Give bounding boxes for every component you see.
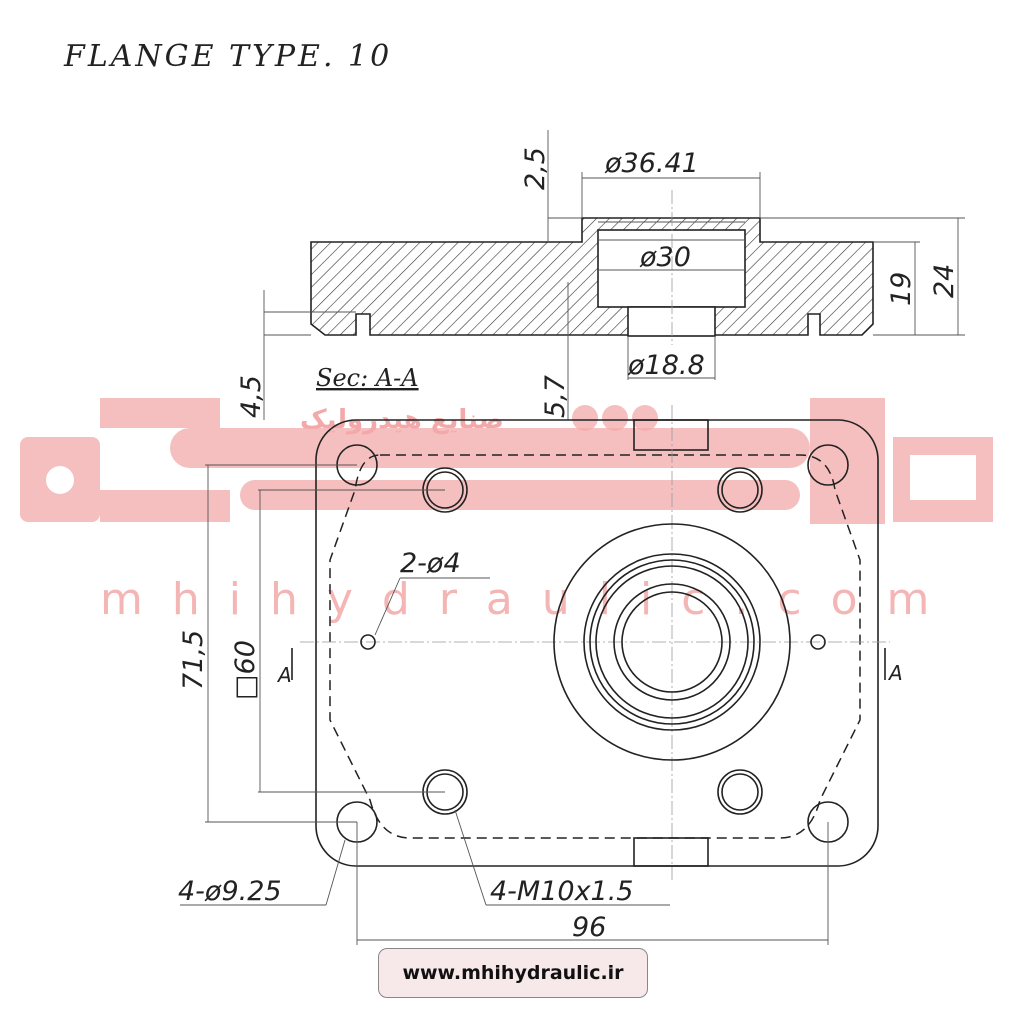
front-view: 2-ø4 71,5 □60 4-ø9.25 4-M10x1.5 96 A A	[178, 405, 903, 945]
dim-96: 96	[572, 912, 606, 943]
dim-pin-holes: 2-ø4	[400, 548, 461, 579]
watermark-logo: صنایع هیدرولیک mhihydraulic.com	[20, 398, 993, 625]
website-url[interactable]: www.mhihydraulic.ir	[402, 962, 624, 984]
dim-square-60: □60	[230, 640, 261, 700]
dim-2-5: 2,5	[520, 147, 551, 190]
section-mark-right: A	[887, 661, 903, 685]
dim-71-5: 71,5	[178, 630, 209, 690]
watermark-url: mhihydraulic.com	[100, 574, 958, 625]
dim-4-5: 4,5	[236, 375, 267, 418]
dim-19: 19	[886, 272, 917, 306]
section-mark-left: A	[276, 663, 292, 687]
dim-5-7: 5,7	[540, 375, 571, 418]
section-view: ø36.41 ø30 ø18.8 2,5 19 24 4,5 5,7 Sec: …	[236, 130, 965, 420]
dim-24: 24	[929, 264, 960, 298]
drawing-title: FLANGE TYPE. 10	[63, 39, 392, 74]
dim-diameter-36-41: ø36.41	[604, 148, 699, 179]
dim-bolt-holes: 4-ø9.25	[178, 876, 282, 907]
dim-thread: 4-M10x1.5	[490, 876, 634, 907]
dim-diameter-30: ø30	[639, 242, 691, 273]
website-badge[interactable]: www.mhihydraulic.ir	[378, 948, 648, 998]
dim-diameter-18-8: ø18.8	[627, 350, 705, 381]
section-label: Sec: A-A	[316, 364, 419, 392]
